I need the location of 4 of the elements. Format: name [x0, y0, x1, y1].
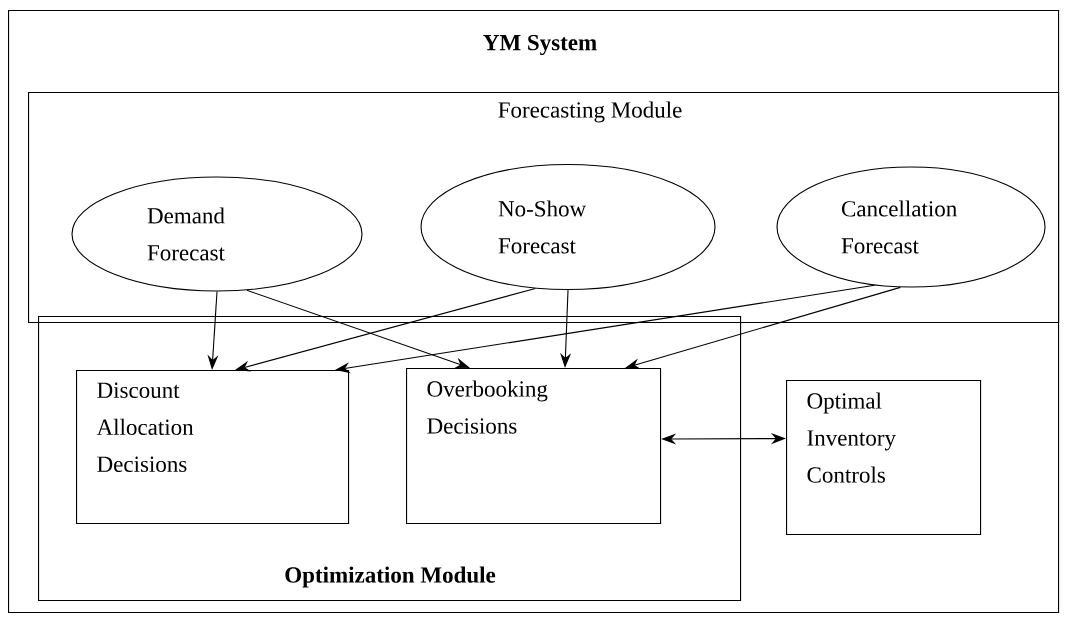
arrow	[246, 289, 470, 369]
output-box: Optimal Inventory Controls	[786, 380, 982, 536]
decision-box: Discount Allocation Decisions	[76, 370, 350, 525]
decision-box: Overbooking Decisions	[406, 368, 662, 525]
